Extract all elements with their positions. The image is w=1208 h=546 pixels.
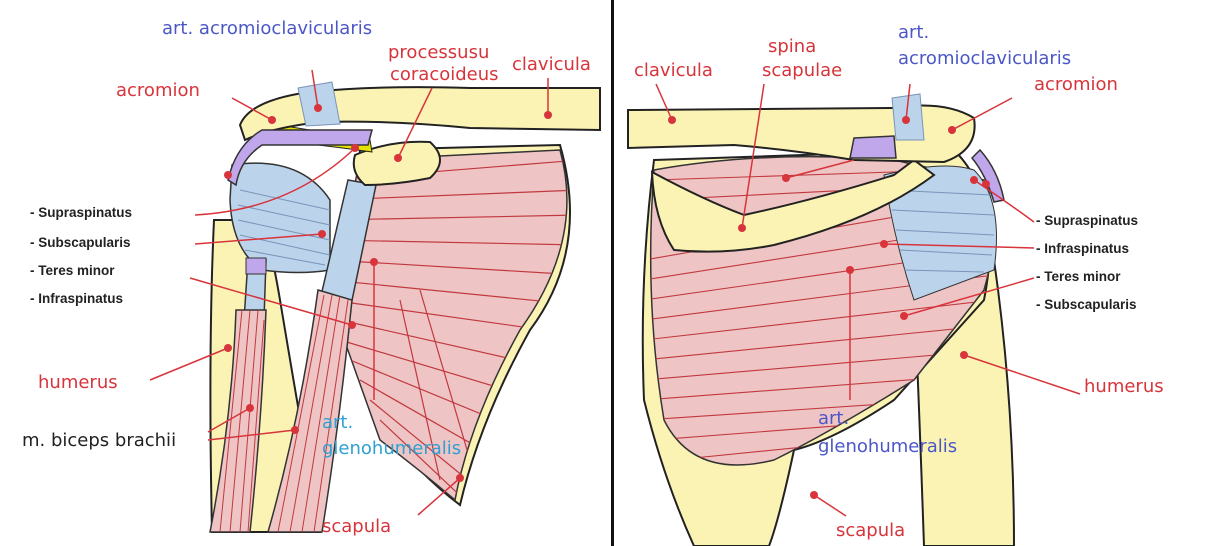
label-acromion: acromion <box>1034 76 1118 94</box>
label-humerus: humerus <box>1084 378 1164 396</box>
label-supraspinatus: - Supraspinatus <box>1036 214 1138 228</box>
label-spina-line2: scapulae <box>762 62 842 80</box>
label-clavicula: clavicula <box>512 56 591 74</box>
label-humerus: humerus <box>38 374 118 392</box>
label-art-gleno-line2: glenohumeralis <box>322 440 461 458</box>
label-infraspinatus: - Infraspinatus <box>30 292 123 306</box>
label-clavicula: clavicula <box>634 62 713 80</box>
label-spina-line1: spina <box>768 38 816 56</box>
ac-joint-disc <box>850 136 896 158</box>
anterior-view-panel: art. acromioclavicularis processusu cora… <box>0 0 612 546</box>
posterior-view-panel: clavicula spina scapulae art. acromiocla… <box>614 0 1208 546</box>
label-acromion: acromion <box>116 82 200 100</box>
label-art-gleno-line1: art. <box>818 410 849 428</box>
label-subscapularis: - Subscapularis <box>1036 298 1137 312</box>
ac-joint-capsule <box>298 82 340 126</box>
label-teres-minor: - Teres minor <box>1036 270 1121 284</box>
label-teres-minor: - Teres minor <box>30 264 115 278</box>
label-scapula: scapula <box>322 518 391 536</box>
label-art-acromio-line1: art. <box>898 24 929 42</box>
biceps-groove <box>246 258 266 274</box>
label-processus-line1: processusu <box>388 44 489 62</box>
label-scapula: scapula <box>836 522 905 540</box>
label-art-gleno-line2: glenohumeralis <box>818 438 957 456</box>
label-infraspinatus: - Infraspinatus <box>1036 242 1129 256</box>
label-processus-line2: coracoideus <box>390 66 499 84</box>
label-supraspinatus: - Supraspinatus <box>30 206 132 220</box>
label-subscapularis: - Subscapularis <box>30 236 131 250</box>
label-biceps: m. biceps brachii <box>22 432 176 450</box>
label-art-gleno-line1: art. <box>322 414 353 432</box>
label-art-acromioclavicularis: art. acromioclavicularis <box>162 20 372 38</box>
label-art-acromio-line2: acromioclavicularis <box>898 50 1071 68</box>
